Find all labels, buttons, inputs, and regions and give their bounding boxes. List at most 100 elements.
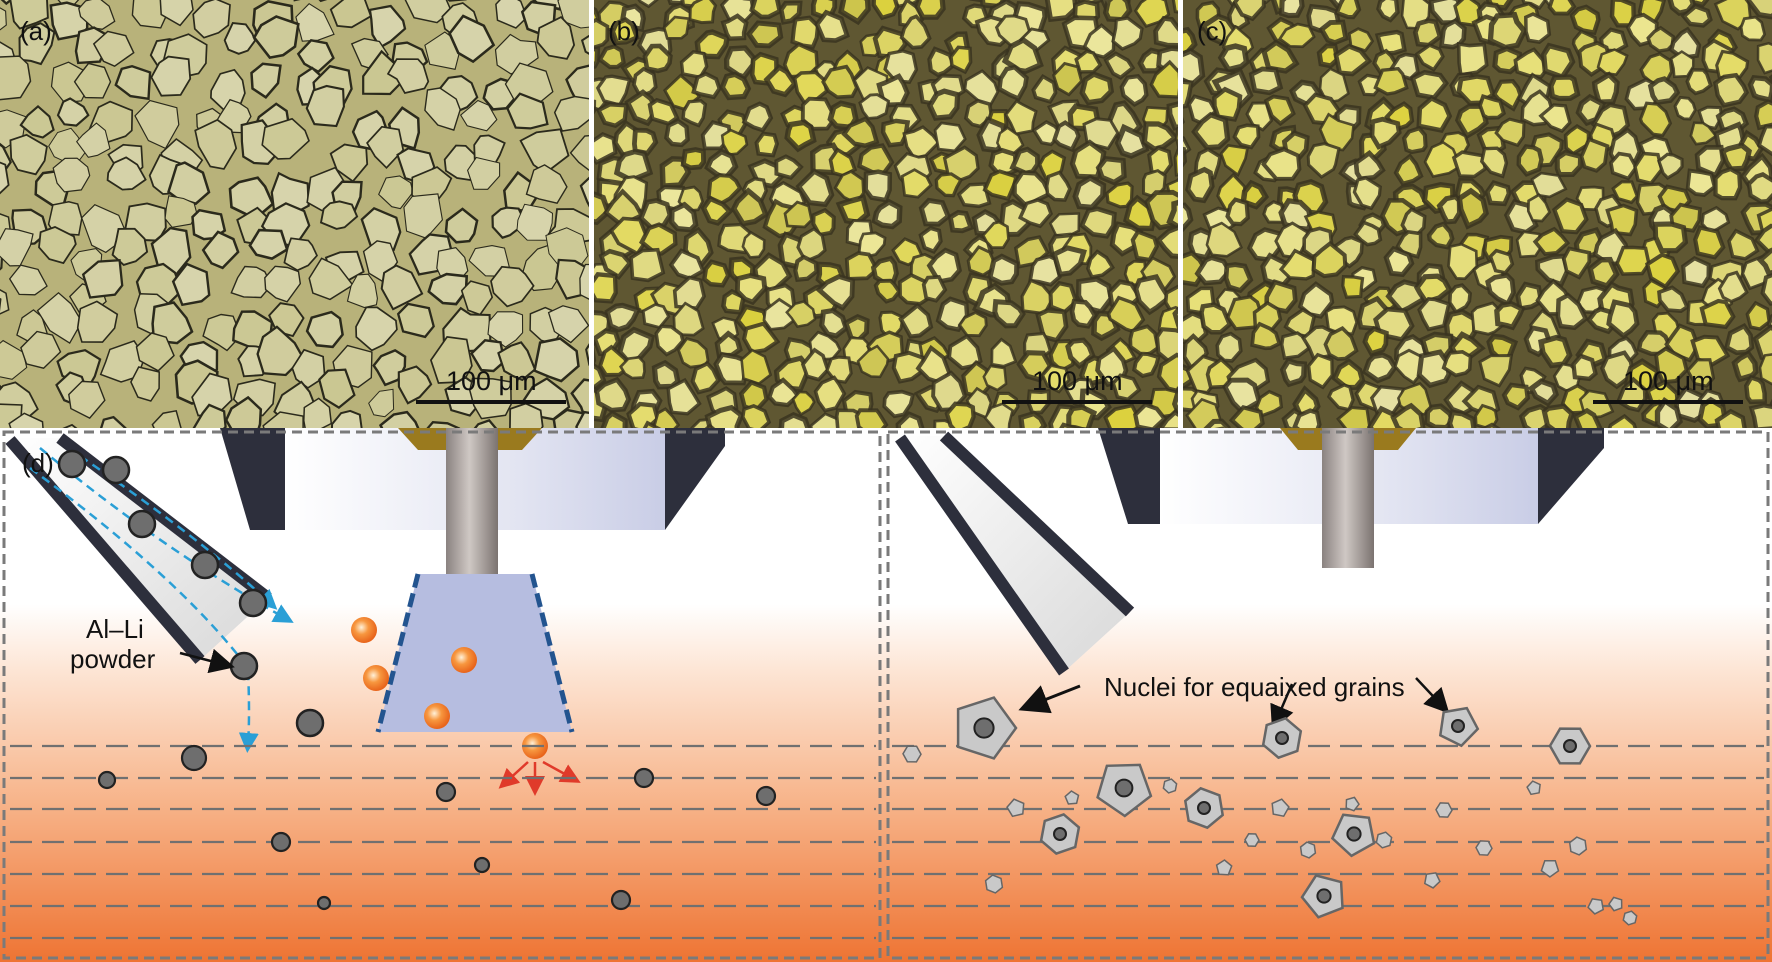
grain [1657, 152, 1684, 181]
grain [8, 264, 48, 296]
grain [201, 230, 240, 270]
grain [264, 265, 302, 303]
scalebar-line-b [1002, 400, 1152, 404]
grain [1016, 350, 1054, 383]
orange-particle [451, 647, 477, 673]
nucleus-crystal [1608, 896, 1623, 912]
grain [487, 311, 524, 348]
grain [99, 415, 127, 428]
grain [396, 302, 435, 339]
grain [1041, 363, 1071, 394]
grain [1685, 358, 1716, 388]
grain [1714, 408, 1747, 428]
grain [295, 3, 335, 42]
grain [1745, 300, 1772, 331]
grain [1494, 117, 1526, 148]
grain [1171, 0, 1178, 14]
grain [150, 55, 192, 97]
nucleus-crystal [1475, 840, 1493, 856]
grain [1699, 298, 1736, 330]
grain [1426, 221, 1455, 250]
nucleus-crystal [1540, 859, 1560, 878]
grain [594, 376, 632, 413]
grain [1747, 74, 1772, 104]
grain [1044, 0, 1079, 23]
grain [704, 423, 716, 428]
grain [570, 378, 589, 417]
grain [448, 14, 496, 64]
grain [1278, 0, 1305, 19]
grain [223, 21, 257, 55]
grain [1607, 413, 1638, 428]
grain [1673, 95, 1697, 121]
grain [1018, 410, 1048, 428]
grain [380, 264, 424, 311]
grain [895, 411, 925, 428]
grain [579, 263, 589, 300]
grain [372, 349, 407, 387]
grain [1082, 117, 1120, 151]
grain [873, 278, 902, 304]
grain [386, 58, 430, 94]
grain [9, 0, 49, 30]
grain [1484, 180, 1512, 207]
grain [248, 228, 289, 260]
grain [844, 251, 880, 281]
grain [536, 15, 576, 60]
schematic-left: (d) Al–Li powder [0, 428, 884, 962]
grain [106, 156, 147, 191]
powder-particle [101, 455, 131, 485]
grain [565, 64, 589, 106]
grain [871, 198, 903, 230]
grain [1133, 274, 1173, 316]
grain [1051, 245, 1087, 278]
grain [575, 410, 589, 428]
grain [230, 265, 273, 299]
grain [814, 9, 850, 43]
tool-shoulder-left-edge-right [1098, 428, 1160, 524]
grain [1066, 404, 1098, 428]
powder-flow-arrow-2 [29, 466, 259, 753]
grain [1217, 43, 1250, 73]
grain [516, 203, 554, 241]
grain [1132, 351, 1161, 379]
nucleus-crystal [1622, 910, 1638, 926]
grain [610, 17, 640, 46]
grain [355, 306, 398, 352]
schematic-left-drawing [0, 428, 884, 962]
grain [1401, 125, 1428, 155]
grain [825, 355, 853, 384]
grain [1712, 72, 1750, 108]
grain [360, 206, 402, 252]
grain [1713, 166, 1743, 201]
grain [1376, 0, 1400, 23]
grain [642, 43, 673, 74]
grain [368, 388, 395, 418]
grain [1608, 151, 1639, 181]
grain [378, 175, 414, 210]
grain [19, 105, 55, 139]
grain [1492, 45, 1523, 75]
grain [1352, 176, 1382, 211]
grain [74, 26, 108, 65]
grain [1331, 358, 1366, 391]
grain [1719, 142, 1752, 172]
grain [1693, 225, 1726, 260]
embedded-particle [180, 744, 208, 772]
grain [594, 191, 612, 226]
grain [1228, 405, 1265, 428]
grain [261, 117, 310, 160]
grain [1079, 71, 1115, 106]
nucleus-crystal [1064, 790, 1080, 805]
grain [1240, 179, 1270, 210]
grain [491, 206, 528, 239]
grain [1183, 47, 1206, 88]
grain [1254, 389, 1284, 418]
grain [652, 407, 681, 428]
grain [305, 310, 344, 349]
grain [164, 195, 198, 228]
grain [1477, 93, 1507, 120]
grain [1441, 349, 1473, 378]
micrograph-a-image [0, 0, 589, 428]
grain [0, 289, 10, 315]
